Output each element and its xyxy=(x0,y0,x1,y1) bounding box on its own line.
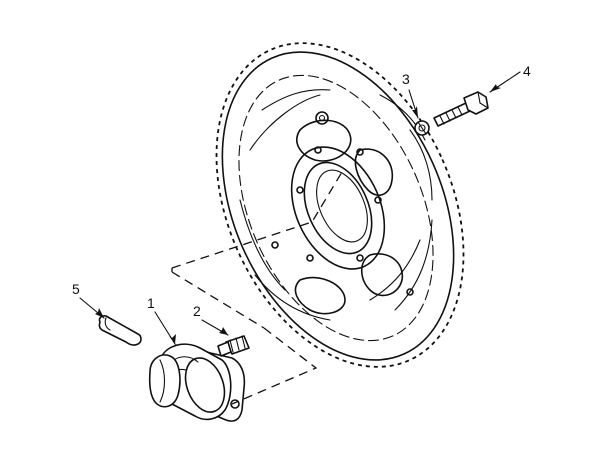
callout-4-label: 4 xyxy=(523,63,531,79)
callout-2: 2 xyxy=(193,303,229,336)
backing-plate xyxy=(215,42,465,368)
bleeder-valve xyxy=(217,335,250,357)
wheel-cylinder xyxy=(148,343,246,422)
lockwasher xyxy=(414,120,430,136)
callout-4: 4 xyxy=(489,63,531,93)
callout-1-label: 1 xyxy=(147,295,155,311)
callout-1: 1 xyxy=(147,295,176,345)
callout-3-label: 3 xyxy=(402,71,410,87)
alignment-lines xyxy=(171,171,343,405)
callout-5-label: 5 xyxy=(72,281,80,297)
callout-2-label: 2 xyxy=(193,303,201,319)
callout-5: 5 xyxy=(72,281,105,319)
bleeder-cap xyxy=(98,315,142,346)
callout-3: 3 xyxy=(402,71,419,119)
hex-bolt xyxy=(433,91,489,127)
